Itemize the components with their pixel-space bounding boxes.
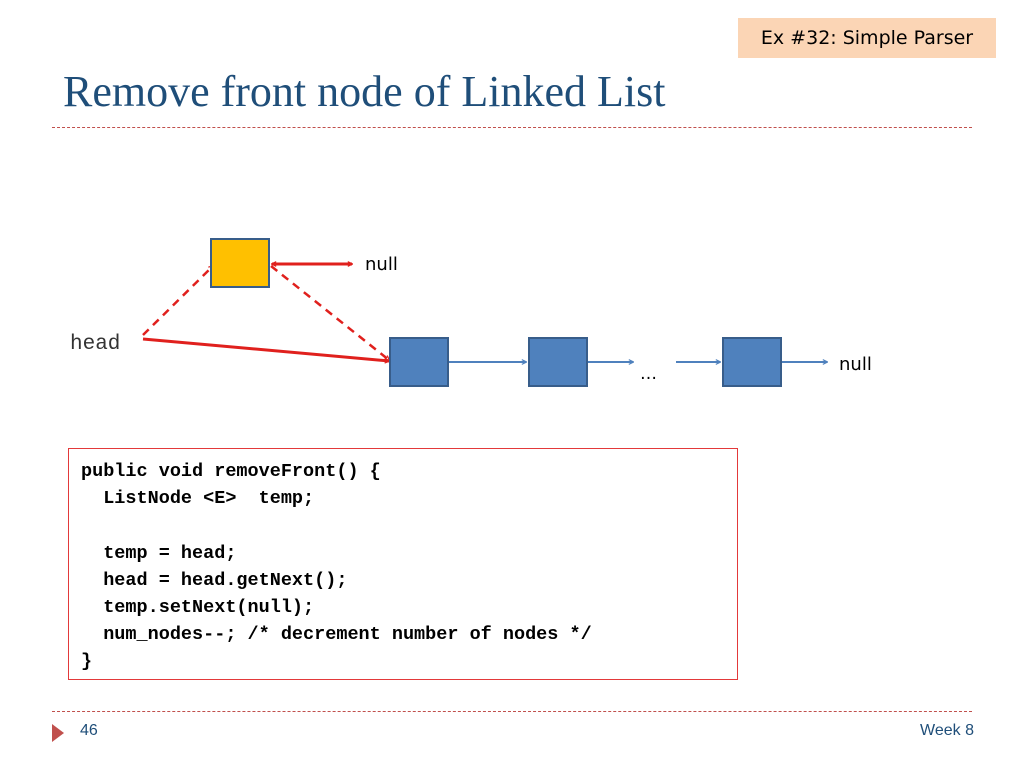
- title-divider: [52, 127, 972, 128]
- head-to-new-front-arrow: [142, 337, 389, 361]
- footer-divider: [52, 711, 972, 712]
- list-node: [389, 337, 449, 387]
- code-line: ListNode <E> temp;: [81, 488, 315, 510]
- code-line: head = head.getNext();: [81, 569, 348, 591]
- footer-triangle-icon: [52, 724, 64, 742]
- linked-list-diagram: head null null …: [70, 238, 872, 387]
- page-number: 46: [80, 722, 98, 739]
- list-node: [722, 337, 782, 387]
- code-line: num_nodes--; /* decrement number of node…: [81, 624, 592, 646]
- head-to-old-front-dashed-arrow: [142, 266, 213, 336]
- removed-front-node: [210, 238, 270, 288]
- null-label-right: null: [839, 354, 872, 375]
- list-node: [528, 337, 588, 387]
- week-label: Week 8: [920, 722, 974, 739]
- old-front-next-dashed-arrow: [270, 265, 389, 360]
- slide-title: Remove front node of Linked List: [63, 67, 666, 116]
- code-line: }: [81, 651, 93, 673]
- head-label: head: [70, 333, 120, 356]
- section-badge: Ex #32: Simple Parser: [738, 18, 996, 58]
- code-line: temp.setNext(null);: [81, 596, 315, 618]
- ellipsis-label: …: [640, 364, 657, 384]
- null-label-top: null: [365, 254, 398, 275]
- code-line: temp = head;: [81, 542, 237, 564]
- code-line: public void removeFront() {: [81, 461, 381, 482]
- code-line: [81, 512, 737, 539]
- code-block: public void removeFront() { ListNode <E>…: [68, 448, 738, 680]
